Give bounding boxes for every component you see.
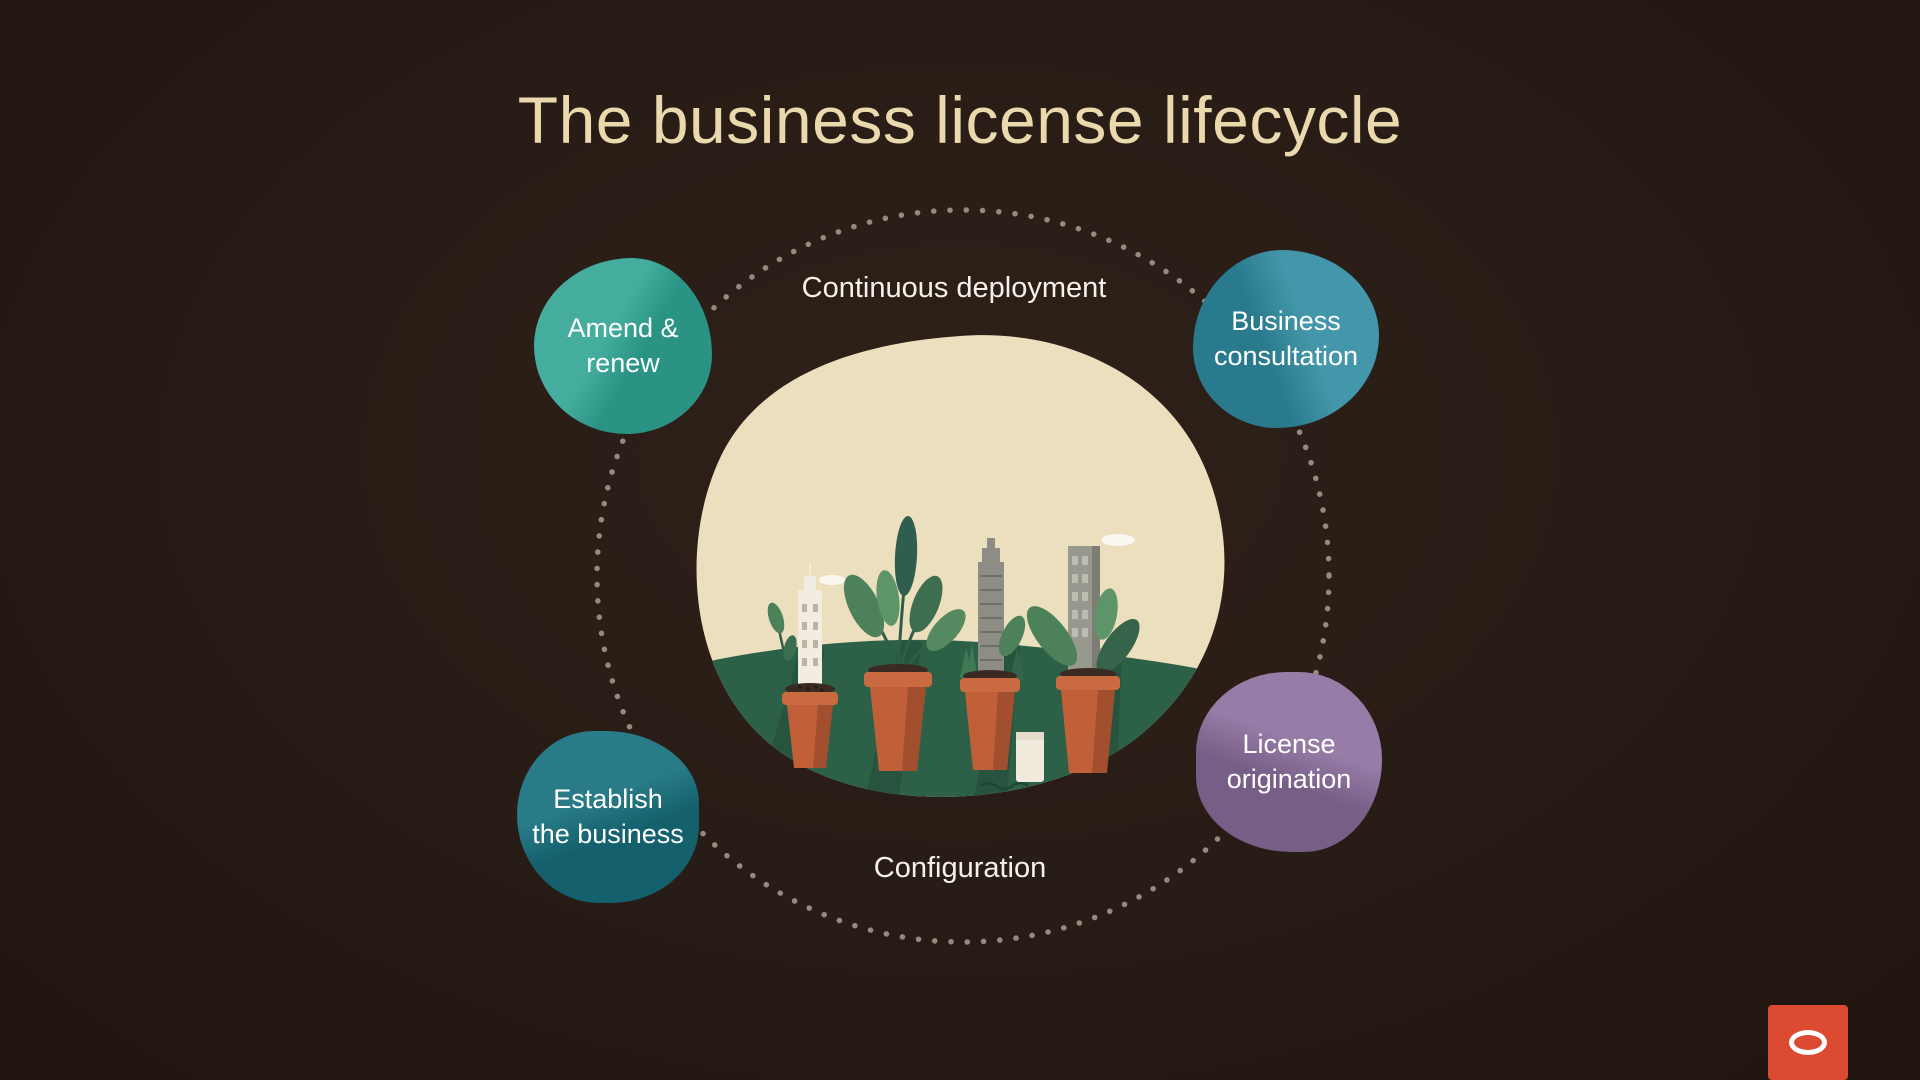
building-pot-center [960, 538, 1026, 770]
pot-body [1061, 690, 1115, 773]
cycle-label-continuous-deployment: Continuous deployment [801, 272, 1107, 304]
pot-rim [864, 672, 932, 687]
ground-squiggle [979, 781, 1029, 791]
stage-establish-the-business: Establish the business [517, 731, 699, 903]
white-building-icon [798, 590, 822, 692]
stage-amend-renew: Amend & renew [534, 258, 712, 434]
pot-body [965, 692, 1015, 770]
cycle-dotted-ring [594, 207, 1332, 945]
stage-label: Business consultation [1213, 305, 1359, 371]
pot-rim [960, 678, 1020, 692]
cloud-icon [1101, 534, 1135, 546]
stage-label: Establish the business [532, 783, 684, 849]
cycle-label-configuration: Configuration [873, 852, 1047, 884]
cloud-icon [819, 575, 845, 585]
white-pot [1016, 732, 1044, 782]
pot-body [787, 705, 833, 768]
seeds [798, 685, 824, 692]
stage-license-origination: License origination [1196, 672, 1382, 852]
building-pot-right [1026, 546, 1140, 773]
gray-building-icon [978, 562, 1004, 684]
plants-illustration [696, 335, 1225, 797]
stage-business-consultation: Business consultation [1193, 250, 1379, 428]
pot-rim [782, 692, 838, 705]
building-pot-left [767, 564, 838, 768]
dotted-circle [594, 207, 1332, 945]
oracle-logo [1768, 1005, 1848, 1080]
stage-label: License origination [1226, 728, 1352, 794]
oracle-o-icon [1789, 1030, 1827, 1055]
page-title: The business license lifecycle [517, 83, 1403, 157]
stage-label: Amend & renew [567, 312, 679, 378]
pot-rim [1056, 676, 1120, 690]
plant-pot-large [843, 516, 966, 771]
pot-body [870, 687, 926, 771]
